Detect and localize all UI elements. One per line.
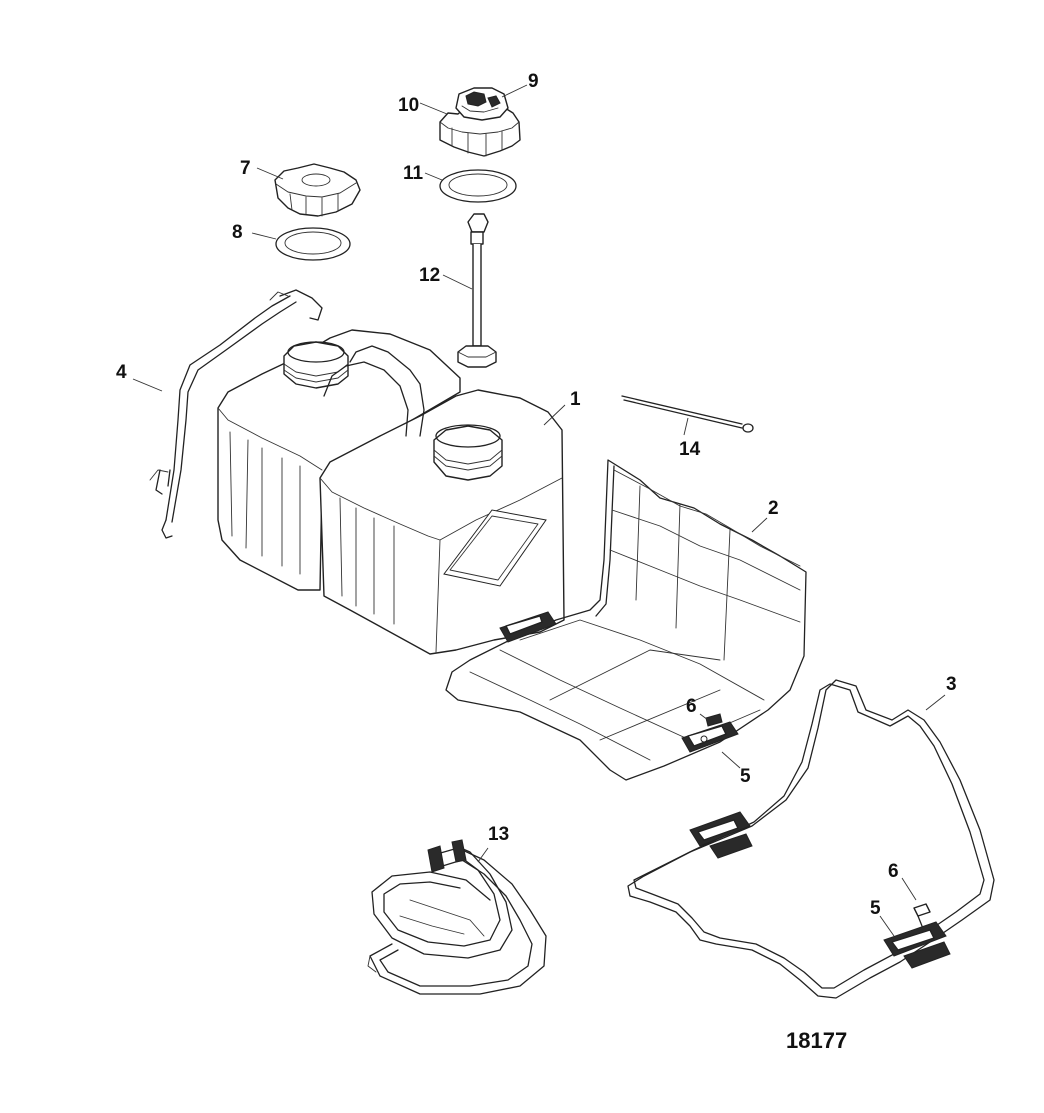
callout-6-cradle: 6	[686, 696, 697, 717]
hold-down-strap	[132, 289, 323, 539]
callout-9: 9	[528, 71, 539, 92]
fuel-hose-part	[367, 839, 547, 995]
tank-bracket	[627, 679, 995, 999]
figure-number: 18177	[786, 1028, 847, 1053]
callout-4: 4	[116, 362, 127, 383]
tank-cradle	[445, 459, 807, 781]
callout-6-bracket: 6	[888, 861, 899, 882]
callout-11: 11	[403, 163, 424, 184]
callout-2: 2	[768, 498, 779, 519]
callout-13: 13	[488, 824, 509, 845]
gasket-11	[424, 169, 517, 203]
callout-labels: 1 2 3 4 5 5 6 6 7 8 9 10 11 12 13 14	[116, 71, 957, 919]
callout-7: 7	[240, 158, 251, 179]
pickup-tube	[442, 213, 497, 368]
rod-part	[621, 395, 754, 436]
callout-10: 10	[398, 95, 419, 116]
callout-3: 3	[946, 674, 957, 695]
fuel-tank-part	[217, 329, 566, 655]
callout-12: 12	[419, 265, 440, 286]
fuel-cap-part	[256, 163, 361, 217]
callout-8: 8	[232, 222, 243, 243]
gasket-8	[251, 227, 351, 261]
callout-5-bracket: 5	[870, 898, 881, 919]
callout-14: 14	[679, 439, 701, 460]
callout-5-cradle: 5	[740, 766, 751, 787]
callout-1: 1	[570, 389, 581, 410]
vented-cap-part	[419, 84, 528, 157]
